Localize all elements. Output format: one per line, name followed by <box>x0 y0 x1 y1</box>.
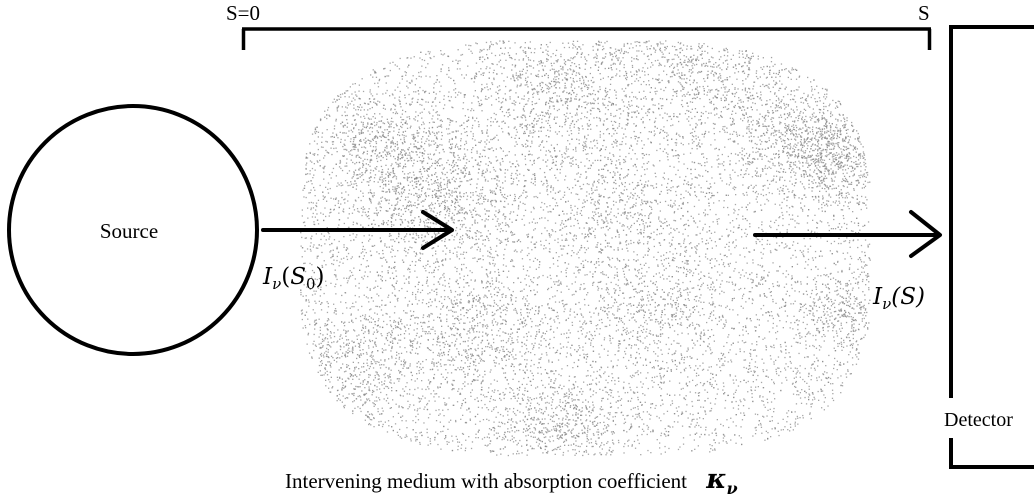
intervening-medium <box>300 40 871 457</box>
source-circle <box>7 104 259 356</box>
path-start-label: S=0 <box>226 1 260 25</box>
detector-label: Detector <box>944 409 1013 431</box>
medium-caption: Intervening medium with absorption coeff… <box>285 464 738 497</box>
final-intensity-label: Iν(S) <box>872 284 925 313</box>
source-label: Source <box>100 219 158 243</box>
incident-beam-arrow <box>261 210 454 250</box>
initial-intensity-label: Iν(S0) <box>262 264 325 293</box>
path-end-label: S <box>918 1 930 25</box>
path-length-bracket <box>241 27 932 50</box>
transmitted-beam-arrow <box>753 210 942 258</box>
absorption-coefficient-symbol: κ <box>705 464 726 495</box>
detector-box <box>949 25 1034 469</box>
